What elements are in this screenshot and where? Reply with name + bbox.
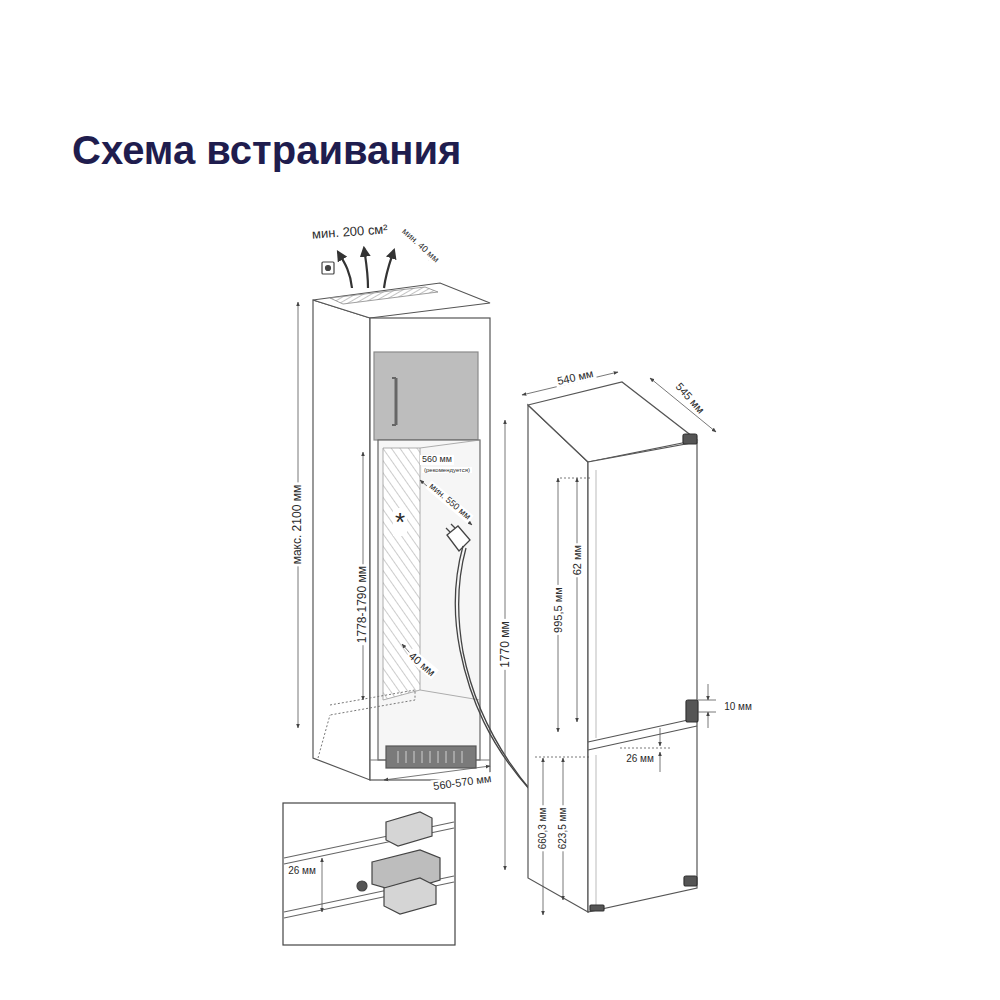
- drawing-rect: [374, 352, 478, 440]
- drawing-rect: [283, 803, 455, 945]
- drawing-path: [447, 526, 470, 551]
- drawing-line: [398, 751, 399, 763]
- dimension-label: 540 мм: [554, 367, 596, 388]
- dimension-label: 26 мм: [286, 865, 318, 876]
- drawing-line: [698, 712, 716, 713]
- drawing-line: [395, 378, 398, 425]
- drawing-line: [588, 726, 697, 750]
- drawing-rect: [686, 700, 698, 722]
- drawing-line: [322, 858, 323, 912]
- drawing-rect: [378, 440, 480, 760]
- drawing-line: [446, 528, 450, 532]
- drawing-rect: [322, 262, 334, 274]
- drawing-line: [596, 755, 597, 905]
- dimension-label: 62 мм: [571, 543, 583, 577]
- dimension-label: макс. 2100 мм: [291, 483, 304, 567]
- drawing-line: [454, 751, 455, 763]
- airflow-arrows: [338, 248, 394, 288]
- dimension-label: 623,5 мм: [558, 805, 569, 851]
- drawing-rect: [370, 318, 490, 780]
- drawing-line: [406, 751, 407, 763]
- drawing-line: [708, 684, 709, 700]
- drawing-polygon: [330, 287, 438, 304]
- drawing-line: [392, 424, 396, 426]
- drawing-line: [577, 478, 578, 722]
- drawing-line: [660, 752, 661, 772]
- drawing-line: [698, 700, 716, 701]
- drawing-line: [620, 748, 670, 749]
- drawing-line: [414, 751, 415, 763]
- drawing-polyline: [330, 690, 415, 715]
- drawing-path: [384, 250, 394, 288]
- drawing-path: [364, 248, 368, 288]
- drawing-line: [708, 712, 709, 728]
- cabinet-dimensions: [298, 302, 490, 780]
- dimension-label: 545 мм: [672, 379, 708, 417]
- dimension-label: 560 мм: [420, 455, 454, 465]
- drawing-line: [420, 440, 480, 448]
- dimension-label: 1770 мм: [498, 620, 511, 671]
- dimension-label: мин. 40 мм: [398, 226, 442, 267]
- drawing-circle: [357, 881, 367, 891]
- dimension-label: 1778-1790 мм: [356, 564, 369, 645]
- drawing-line: [446, 751, 447, 763]
- fridge-dimensions: [505, 372, 716, 915]
- drawing-line: [660, 728, 661, 746]
- dimension-label: 26 мм: [624, 753, 656, 764]
- dimension-label: 995,5 мм: [552, 585, 564, 635]
- fridge: [528, 382, 698, 912]
- socket-icon: [322, 262, 334, 274]
- dimension-label: 10 мм: [722, 701, 754, 712]
- drawing-rect: [683, 434, 697, 444]
- drawing-polygon: [528, 405, 588, 912]
- drawing-g: [590, 434, 698, 911]
- drawing-line: [596, 470, 597, 738]
- drawing-line: [392, 377, 396, 379]
- cabinet: [313, 283, 490, 780]
- drawing-polygon: [588, 442, 697, 912]
- drawing-rect: [590, 905, 604, 911]
- drawing-line: [535, 757, 590, 758]
- dimension-label: (рекомендуется): [422, 467, 472, 474]
- drawing-line: [560, 478, 590, 479]
- drawing-line: [430, 751, 431, 763]
- drawing-line: [438, 751, 439, 763]
- drawing-polygon: [384, 878, 436, 914]
- drawing-line: [650, 378, 716, 432]
- plug-cable: [446, 524, 532, 792]
- drawing-polygon: [313, 283, 490, 318]
- drawing-rect: [386, 746, 476, 768]
- dimension-label: *: [393, 508, 407, 537]
- drawing-line: [422, 751, 423, 763]
- dimension-label: мин. 200 см²: [310, 222, 390, 242]
- drawing-circle: [326, 266, 331, 271]
- drawing-rect: [684, 876, 697, 886]
- drawing-line: [451, 524, 455, 528]
- drawing-g: [398, 751, 462, 763]
- drawing-polygon: [313, 300, 370, 780]
- drawing-polygon: [386, 812, 432, 846]
- drawing-line: [462, 751, 463, 763]
- dimension-label: 660,3 мм: [538, 805, 549, 851]
- drawing-path: [338, 252, 352, 288]
- drawing-path: [459, 548, 532, 792]
- hinge-inset: [283, 803, 455, 945]
- drawing-polyline: [318, 715, 330, 758]
- page-title: Схема встраивания: [72, 128, 461, 173]
